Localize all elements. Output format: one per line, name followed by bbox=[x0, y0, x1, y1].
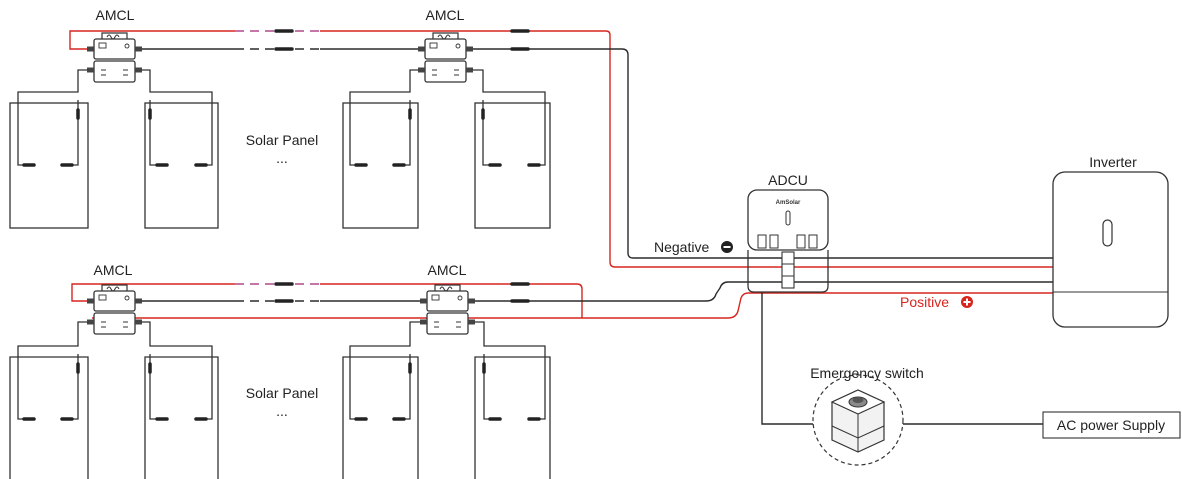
solar-panel bbox=[342, 102, 419, 229]
adcu-device: AmSolar bbox=[747, 189, 829, 293]
amcl-label: AMCL bbox=[426, 7, 465, 23]
plus-circle-icon bbox=[961, 296, 973, 308]
solar-panel bbox=[9, 102, 89, 229]
amcl-device bbox=[86, 32, 143, 83]
amcl-label: AMCL bbox=[428, 262, 467, 278]
inverter-device bbox=[1052, 171, 1169, 328]
positive-label: Positive bbox=[900, 294, 949, 310]
solar-panel-label: Solar Panel bbox=[246, 385, 318, 401]
minus-circle-icon bbox=[721, 241, 733, 253]
panel-leads-top bbox=[17, 69, 546, 167]
solar-panel-ellipsis: ... bbox=[276, 403, 288, 419]
push-button-switch-icon bbox=[812, 374, 904, 466]
amcl-device bbox=[86, 284, 143, 335]
amcl-device bbox=[419, 284, 476, 335]
negative-wire-top bbox=[142, 48, 1053, 259]
amcl-label: AMCL bbox=[96, 7, 135, 23]
panel-leads-bottom bbox=[17, 321, 546, 421]
negative-wire-bottom bbox=[142, 281, 1053, 302]
solar-panels-bottom-row bbox=[9, 356, 551, 479]
string-wires-top bbox=[69, 29, 1053, 268]
adcu-to-switch-wire bbox=[761, 292, 813, 425]
solar-panel bbox=[144, 102, 219, 229]
solar-panel-ellipsis: ... bbox=[276, 150, 288, 166]
amcl-device bbox=[417, 32, 474, 83]
solar-panel bbox=[474, 102, 551, 229]
inverter-label: Inverter bbox=[1089, 154, 1137, 170]
solar-panel bbox=[9, 356, 89, 479]
solar-panel bbox=[144, 356, 219, 479]
solar-panel bbox=[342, 356, 419, 479]
ac-supply-box bbox=[1042, 411, 1181, 439]
ac-supply-label: AC power Supply bbox=[1057, 417, 1165, 433]
amcl-label: AMCL bbox=[94, 262, 133, 278]
solar-panels-top-row bbox=[9, 102, 551, 229]
adcu-label: ADCU bbox=[768, 172, 808, 188]
solar-panel bbox=[474, 356, 551, 479]
solar-panel-label: Solar Panel bbox=[246, 132, 318, 148]
positive-wire-bottom bbox=[71, 283, 1053, 319]
string-wires-bottom bbox=[71, 281, 1053, 319]
negative-label: Negative bbox=[654, 239, 709, 255]
adcu-logo: AmSolar bbox=[776, 200, 801, 206]
positive-wire-top bbox=[69, 30, 1053, 268]
emergency-switch-label: Emergency switch bbox=[810, 365, 924, 381]
